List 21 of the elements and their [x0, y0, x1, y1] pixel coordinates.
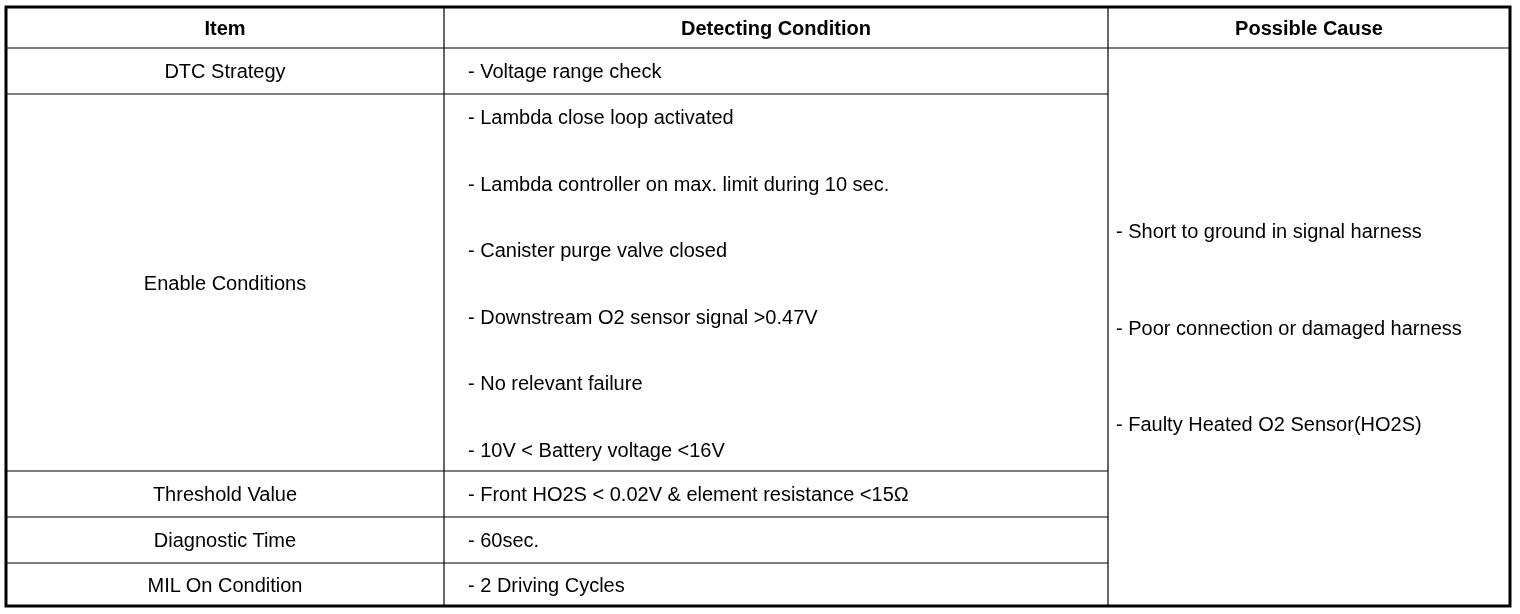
table-cell-text: - 10V < Battery voltage <16V [468, 438, 725, 463]
table-cell-text: - Poor connection or damaged harness [1116, 316, 1462, 341]
row-header: DTC Strategy [164, 59, 286, 84]
table-cell-text: - 2 Driving Cycles [468, 572, 625, 598]
column-header: Item [204, 15, 246, 41]
column-header: Possible Cause [1235, 15, 1383, 41]
table-cell-text: - Short to ground in signal harness [1116, 219, 1422, 244]
table-cell-text: - Lambda controller on max. limit during 10 sec. [468, 172, 890, 197]
table-cell-text: - Downstream O2 sensor signal >0.47V [468, 305, 818, 330]
table-cell-text: - Faulty Heated O2 Sensor(HO2S) [1116, 412, 1422, 437]
table-cell-text: - 60sec. [468, 528, 540, 553]
table-cell-text: - No relevant failure [468, 371, 643, 396]
column-header: Detecting Condition [681, 15, 871, 41]
row-header: Diagnostic Time [153, 528, 297, 553]
row-header: Enable Conditions [143, 270, 307, 296]
table-cell-text: - Canister purge valve closed [468, 238, 727, 263]
table-cell-text: - Lambda close loop activated [468, 105, 734, 130]
row-header: MIL On Condition [147, 572, 303, 598]
table-cell-text: - Voltage range check [468, 59, 662, 84]
row-header: Threshold Value [152, 482, 298, 507]
table-cell-text: - Front HO2S < 0.02V & element resistance <15Ω [468, 482, 909, 507]
